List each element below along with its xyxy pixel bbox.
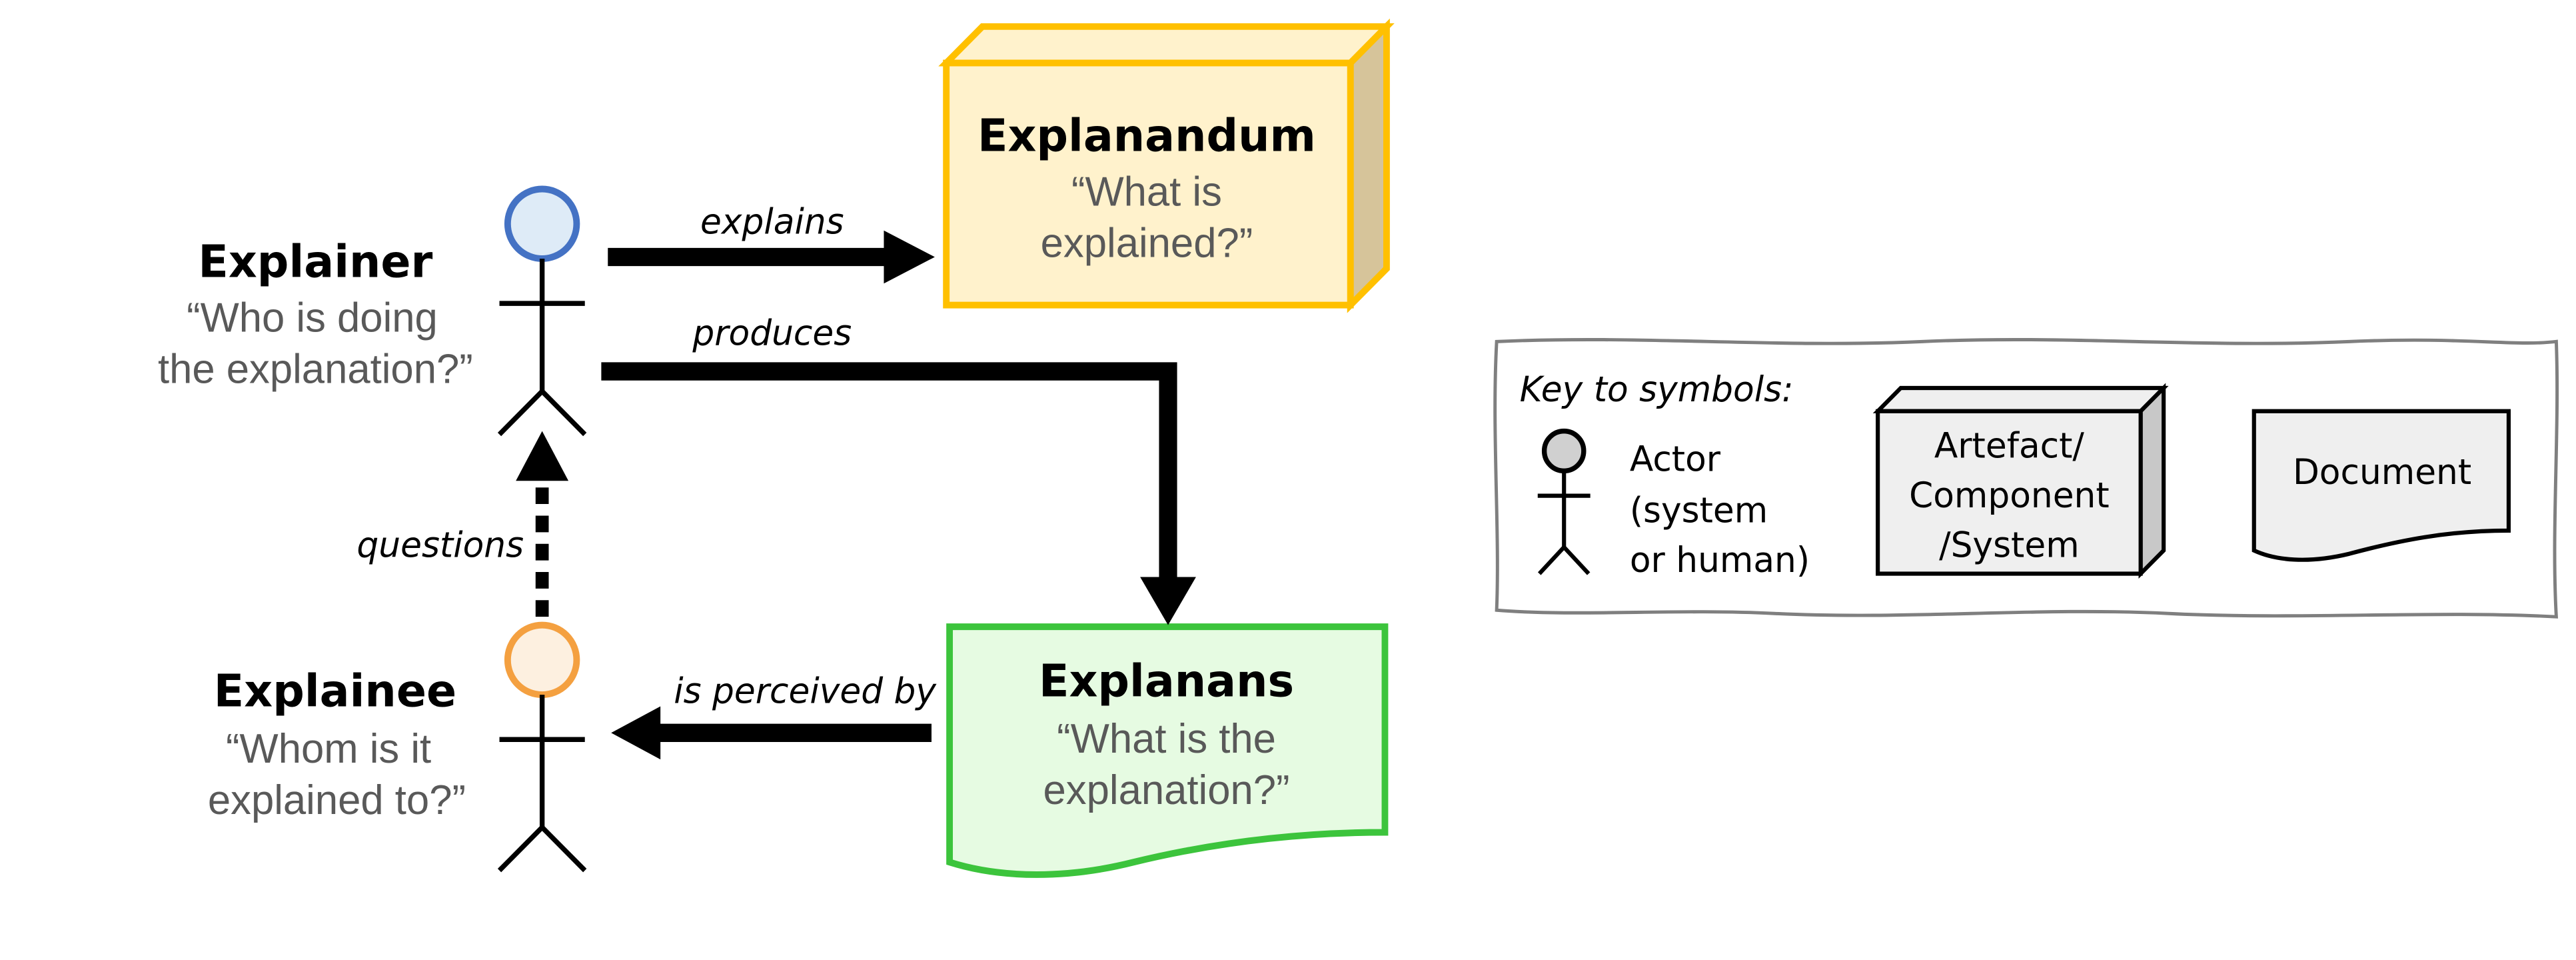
legend-actor-line1: Actor (1630, 439, 1721, 479)
legend-artefact-symbol (1872, 383, 2169, 579)
is-perceived-by-label: is perceived by (674, 671, 937, 711)
explanandum-box-side (1347, 18, 1390, 313)
legend-actor-head (1541, 428, 1587, 474)
legend-actor-line2: (system (1630, 491, 1768, 531)
explanandum-box-top (938, 23, 1395, 67)
explanans-question-line1: “What is the (1057, 716, 1276, 762)
questions-arrow (516, 431, 569, 617)
explainer-actor: Explainer “Who is doing the explanation?… (158, 185, 587, 437)
explains-arrow (608, 230, 935, 284)
explainee-title: Explainee (214, 665, 456, 717)
explainer-actor-head (504, 185, 580, 262)
explanans-question-line2: explanation?” (1043, 767, 1290, 813)
explanandum-title: Explanandum (977, 109, 1316, 161)
explains-label: explains (700, 202, 844, 242)
legend-artefact-line2: Component (1909, 476, 2110, 516)
legend: Key to symbols: Actor (system or human) … (1493, 337, 2559, 619)
legend-artefact-line1: Artefact/ (1934, 426, 2084, 466)
explanandum-box-front (943, 59, 1354, 309)
explanans-title: Explanans (1039, 655, 1294, 707)
legend-document-label: Document (2293, 453, 2471, 493)
explanandum-question-line1: “What is (1071, 169, 1222, 215)
questions-label: questions (356, 525, 524, 565)
explainee-actor-body (497, 695, 587, 873)
explainer-actor-body (497, 258, 587, 437)
explainee-question-line2: explained to?” (208, 777, 466, 823)
explainee-question-line1: “Whom is it (226, 726, 431, 772)
explainer-question-line1: “Who is doing (187, 295, 438, 341)
legend-actor-symbol (1537, 428, 1591, 575)
produces-arrow (601, 362, 1196, 625)
legend-document-symbol (2252, 409, 2511, 562)
legend-title: Key to symbols: (1520, 370, 1794, 410)
is-perceived-by-arrow (611, 706, 932, 760)
legend-artefact-line3: /System (1939, 525, 2080, 565)
produces-label: produces (692, 313, 852, 353)
legend-actor-line3: or human) (1630, 541, 1810, 581)
explanans-document-shape (946, 623, 1389, 878)
explanans-document: Explanans “What is the explanation?” (946, 623, 1389, 878)
explainee-actor: Explainee “Whom is it explained to?” (208, 621, 587, 873)
explainer-title: Explainer (198, 235, 432, 287)
explainee-actor-head (504, 621, 580, 699)
explanandum-question-line2: explained?” (1041, 220, 1253, 266)
explanandum-box: Explanandum “What is explained?” (938, 18, 1395, 313)
explainer-question-line2: the explanation?” (158, 346, 473, 392)
